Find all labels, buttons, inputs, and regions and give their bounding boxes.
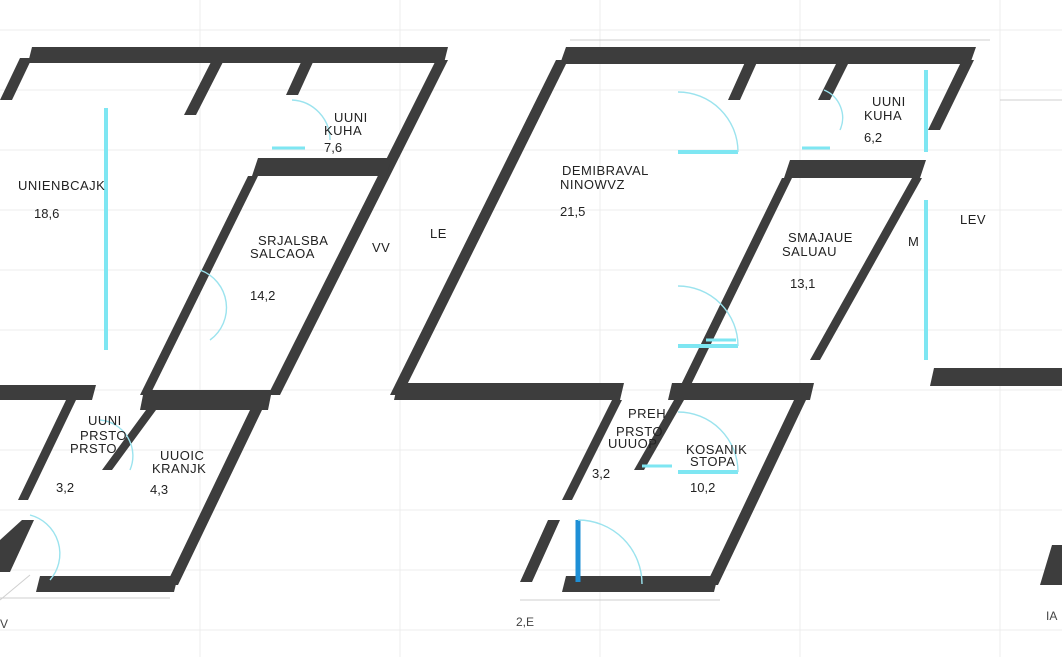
- right-room3-sub: SALUAU: [782, 244, 837, 259]
- left-room5-label: UUOIC: [160, 448, 204, 463]
- right-room1-area: 21,5: [560, 204, 585, 219]
- left-tag-b: LE: [430, 226, 447, 241]
- left-room5-sub: KRANJK: [152, 461, 206, 476]
- left-room4-label: UUNI: [88, 413, 122, 428]
- edge-label-bottom-left: V: [0, 617, 8, 631]
- right-inner-wall-b: [818, 60, 850, 100]
- left-mid-wall-b: [140, 390, 272, 410]
- right-bottom-corner: [520, 520, 560, 582]
- right-room3-label: SMAJAUE: [788, 230, 853, 245]
- edge-label-bottom-right: IA: [1046, 609, 1057, 623]
- left-tag-a: VV: [372, 240, 390, 255]
- left-bottom-wall: [36, 576, 178, 592]
- right-room1-sub: NINOWVZ: [560, 177, 625, 192]
- right-room5-sub: STOPA: [690, 454, 735, 469]
- right-room5-area: 10,2: [690, 480, 715, 495]
- right-top-wall: [560, 47, 976, 64]
- right-door-arc-d: [577, 519, 643, 585]
- left-inner-wall-a: [184, 60, 224, 115]
- right-room2-label: UUNI: [872, 94, 906, 109]
- right-room4-sub: PRSTO: [616, 424, 663, 439]
- right-bath-wall-c: [706, 400, 806, 585]
- left-room5-area: 4,3: [150, 482, 168, 497]
- left-door-arc-b: [199, 269, 228, 341]
- left-room3-sub: SALCAOA: [250, 246, 315, 261]
- right-outer-wall-a: [390, 60, 568, 395]
- left-unit: UNIENBCAJK 18,6 UUNI KUHA 7,6 SRJALSBA S…: [0, 47, 448, 601]
- right-partition-wall-b: [810, 178, 922, 360]
- left-room2-label: UUNI: [334, 110, 368, 125]
- left-dim-tick: [0, 574, 31, 601]
- right-tag-a: LEV: [960, 212, 986, 227]
- right-edge-wall: [1040, 545, 1062, 585]
- left-room1-label: UNIENBCAJK: [18, 178, 105, 193]
- right-room1-label: DEMIBRAVAL: [562, 163, 649, 178]
- right-mid-wall-a: [394, 383, 624, 400]
- right-bath-wall-a: [562, 400, 622, 500]
- left-outer-wall-b: [268, 60, 448, 395]
- right-room4-label: PREH: [628, 406, 666, 421]
- left-inner-wall-b: [286, 60, 314, 95]
- right-door-arc-e: [823, 89, 844, 131]
- left-top-wall: [28, 47, 448, 63]
- left-room2-area: 7,6: [324, 140, 342, 155]
- right-room2-area: 6,2: [864, 130, 882, 145]
- left-room4-sub2: PRSTO: [70, 441, 117, 456]
- edge-label-bottom-mid: 2,E: [516, 615, 534, 629]
- right-door-arc-c: [677, 411, 739, 473]
- right-room3-area: 13,1: [790, 276, 815, 291]
- left-room4-sub: PRSTO: [80, 428, 127, 443]
- right-kitchen-wall: [784, 160, 926, 178]
- left-room1-area: 18,6: [34, 206, 59, 221]
- left-partition-wall: [140, 176, 258, 395]
- right-mid-wall-b: [668, 383, 814, 400]
- left-room3-area: 14,2: [250, 288, 275, 303]
- right-door-arc-a: [677, 91, 739, 153]
- right-inner-wall-a: [728, 60, 758, 100]
- right-partition-wall: [676, 178, 792, 395]
- left-mid-wall-a: [0, 385, 96, 400]
- right-bath-wall-b: [634, 400, 684, 470]
- left-door-arc-c: [99, 419, 134, 471]
- left-door-arc-a: [291, 99, 331, 141]
- left-kitchen-wall: [252, 158, 392, 176]
- left-bath-wall-a: [18, 400, 76, 500]
- right-room4-sub2: UUUOP: [608, 436, 657, 451]
- right-outer-wall-b: [928, 60, 974, 130]
- right-unit: DEMIBRAVAL NINOWVZ 21,5 UUNI KUHA 6,2 SM…: [390, 39, 1062, 601]
- right-tag-b: M: [908, 234, 919, 249]
- left-outer-wall-a: [0, 58, 32, 100]
- left-bottom-corner: [0, 520, 34, 572]
- left-room3-label: SRJALSBA: [258, 233, 328, 248]
- right-room2-sub: KUHA: [864, 108, 902, 123]
- left-room2-sub: KUHA: [324, 123, 362, 138]
- right-room4-area: 3,2: [592, 466, 610, 481]
- right-balcony-wall: [930, 368, 1062, 386]
- left-room4-area: 3,2: [56, 480, 74, 495]
- right-bottom-wall: [562, 576, 718, 592]
- right-door-arc-b: [677, 285, 739, 347]
- left-bath-wall-c: [166, 410, 262, 585]
- left-door-arc-d: [29, 514, 61, 581]
- right-room5-label: KOSANIK: [686, 442, 747, 457]
